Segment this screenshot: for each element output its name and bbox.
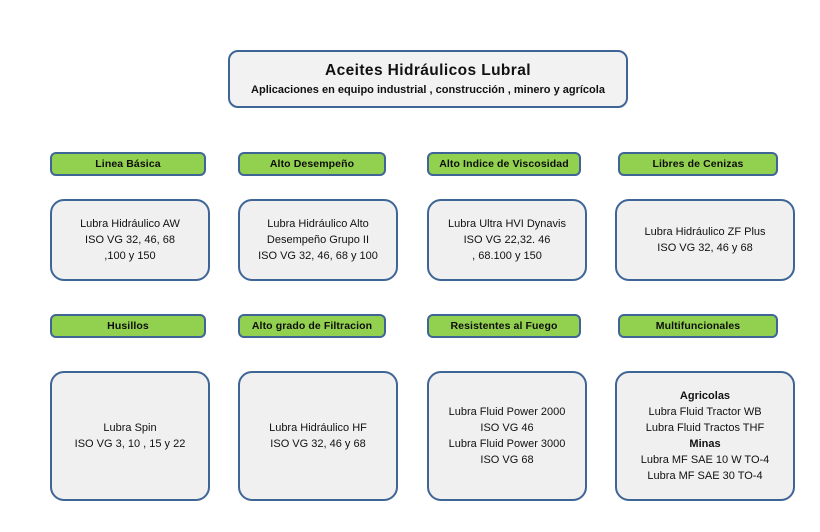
product-line: ,100 y 150	[104, 250, 156, 262]
category-header-label: Multifuncionales	[655, 320, 741, 332]
product-line: Desempeño Grupo II	[266, 234, 370, 246]
product-line: ISO VG 68	[480, 454, 534, 466]
product-line: Lubra Ultra HVI Dynavis	[448, 218, 566, 230]
product-line: Lubra Hidráulico Alto	[267, 218, 369, 230]
category-header-label: Linea Básica	[95, 158, 161, 170]
product-line: Lubra Fluid Tractor WB	[648, 406, 762, 418]
product-line: Agricolas	[679, 390, 731, 402]
product-line: Lubra Fluid Tractos THF	[645, 422, 765, 434]
product-line: Lubra Hidráulico ZF Plus	[644, 226, 766, 238]
category-header-alto-indice-de-viscosidad[interactable]: Alto Indice de Viscosidad	[427, 152, 581, 176]
product-line: ISO VG 3, 10 , 15 y 22	[74, 438, 186, 450]
category-header-alto-grado-de-filtracion[interactable]: Alto grado de Filtracion	[238, 314, 386, 338]
product-line: ISO VG 32, 46, 68	[85, 234, 175, 246]
category-header-linea-basica[interactable]: Linea Básica	[50, 152, 206, 176]
category-header-alto-desempeno[interactable]: Alto Desempeño	[238, 152, 386, 176]
title-card: Aceites Hidráulicos Lubral Aplicaciones …	[228, 50, 628, 108]
product-lines: Lubra Hidráulico HF ISO VG 32, 46 y 68	[269, 420, 367, 452]
category-header-husillos[interactable]: Husillos	[50, 314, 206, 338]
product-line: ISO VG 32, 46 y 68	[657, 242, 753, 254]
product-lines: Lubra Hidráulico AW ISO VG 32, 46, 68 ,100…	[80, 216, 180, 264]
category-header-label: Alto Desempeño	[269, 158, 355, 170]
product-line: Lubra MF SAE 10 W TO-4	[640, 454, 770, 466]
product-line: ISO VG 32, 46 y 68	[270, 438, 366, 450]
product-line: ISO VG 46	[480, 422, 534, 434]
page-title: Aceites Hidráulicos Lubral	[325, 62, 531, 79]
page-subtitle: Aplicaciones en equipo industrial , cons…	[251, 84, 605, 96]
product-line: , 68.100 y 150	[472, 250, 542, 262]
product-line: Lubra Hidráulico HF	[269, 422, 367, 434]
product-line: Lubra MF SAE 30 TO-4	[647, 470, 763, 482]
product-line: ISO VG 32, 46, 68 y 100	[258, 250, 378, 262]
category-header-label: Alto Indice de Viscosidad	[439, 158, 569, 170]
product-box-linea-basica[interactable]: Lubra Hidráulico AW ISO VG 32, 46, 68 ,100…	[50, 199, 210, 281]
category-header-label: Resistentes al Fuego	[450, 320, 558, 332]
category-header-label: Alto grado de Filtracion	[251, 320, 373, 332]
product-line: ISO VG 22,32. 46	[463, 234, 551, 246]
category-header-label: Husillos	[107, 320, 149, 332]
product-line: Lubra Fluid Power 2000	[448, 406, 566, 418]
product-line: Minas	[689, 438, 721, 450]
product-box-alto-grado-de-filtracion[interactable]: Lubra Hidráulico HF ISO VG 32, 46 y 68	[238, 371, 398, 501]
product-line: Lubra Hidráulico AW	[80, 218, 180, 230]
category-header-label: Libres de Cenizas	[652, 158, 744, 170]
category-header-resistentes-al-fuego[interactable]: Resistentes al Fuego	[427, 314, 581, 338]
category-header-multifuncionales[interactable]: Multifuncionales	[618, 314, 778, 338]
category-header-libres-de-cenizas[interactable]: Libres de Cenizas	[618, 152, 778, 176]
product-line: Lubra Spin	[103, 422, 157, 434]
product-line: Lubra Fluid Power 3000	[448, 438, 566, 450]
